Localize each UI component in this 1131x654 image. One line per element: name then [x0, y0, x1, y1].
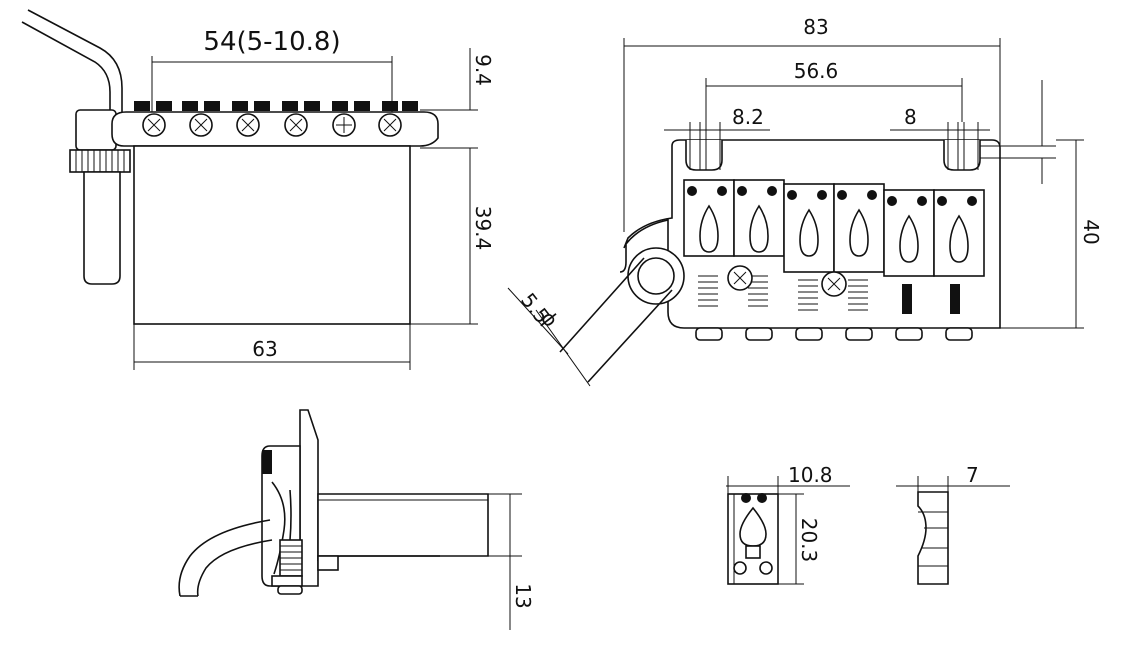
dim-label-side-height: 13 — [511, 583, 535, 608]
knurl-lines — [75, 150, 125, 172]
plate-left-curve — [623, 146, 673, 249]
dim-label-string-spacing: 54(5-10.8) — [203, 27, 340, 57]
saddle-tops — [134, 101, 418, 111]
dim-saddle-length: 20.3 — [778, 493, 821, 585]
saddles — [683, 179, 985, 277]
dim-right-post: 8 — [890, 105, 990, 170]
dim-string-spacing: 54(5-10.8) — [151, 27, 393, 112]
dim-block-width: 63 — [133, 324, 411, 370]
dim-label-total-width: 83 — [803, 15, 828, 39]
dim-label-saddle-side-width: 7 — [966, 463, 979, 487]
dim-arm-diameter: 5.5 ϕ — [507, 287, 591, 387]
right-post-notch — [943, 140, 981, 171]
side-springs — [271, 539, 303, 595]
saddle-detail: 10.8 20.3 7 — [726, 463, 1010, 585]
top-view: 83 56.6 8.2 8 — [507, 15, 1103, 387]
mounting-screws — [142, 113, 402, 137]
dim-total-width: 83 — [623, 15, 1001, 232]
arm-sleeve — [83, 171, 121, 285]
arm-socket — [75, 109, 117, 151]
dim-side-height: 13 — [488, 493, 535, 630]
dim-saddle-width: 10.8 — [726, 463, 850, 494]
dim-label-saddle-width: 10.8 — [788, 463, 833, 487]
dim-label-right-post: 8 — [904, 105, 917, 129]
side-tremolo-arm — [178, 519, 273, 597]
dim-label-height: 40 — [1079, 219, 1103, 244]
dim-label-left-post: 8.2 — [732, 105, 764, 129]
dim-post-spacing: 56.6 — [705, 59, 963, 122]
side-sustain-block — [317, 493, 489, 561]
dim-saddle-side-width: 7 — [896, 463, 1010, 492]
tremolo-arm — [21, 9, 123, 118]
dim-label-block-height: 39.4 — [471, 206, 495, 251]
dim-label-block-width: 63 — [252, 337, 277, 361]
dim-label-post-spacing: 56.6 — [794, 59, 839, 83]
dim-height: 40 — [1000, 139, 1103, 329]
dim-label-screw-height: 9.4 — [471, 54, 495, 86]
saddle-screw-heads — [695, 327, 973, 341]
dim-left-post: 8.2 — [664, 105, 770, 170]
front-view: 54(5-10.8) 9.4 39.4 63 — [21, 9, 495, 370]
sustain-block — [133, 145, 411, 325]
saddle-side — [917, 491, 949, 585]
left-post-notch — [685, 140, 723, 171]
dim-block-height: 39.4 — [410, 148, 495, 325]
dim-right-offset — [980, 80, 1056, 184]
dim-label-saddle-length: 20.3 — [797, 518, 821, 563]
side-view: 13 — [178, 409, 535, 630]
intonation-springs — [698, 275, 960, 314]
dim-screw-height: 9.4 — [420, 48, 495, 149]
tremolo-arm-top — [559, 257, 673, 383]
